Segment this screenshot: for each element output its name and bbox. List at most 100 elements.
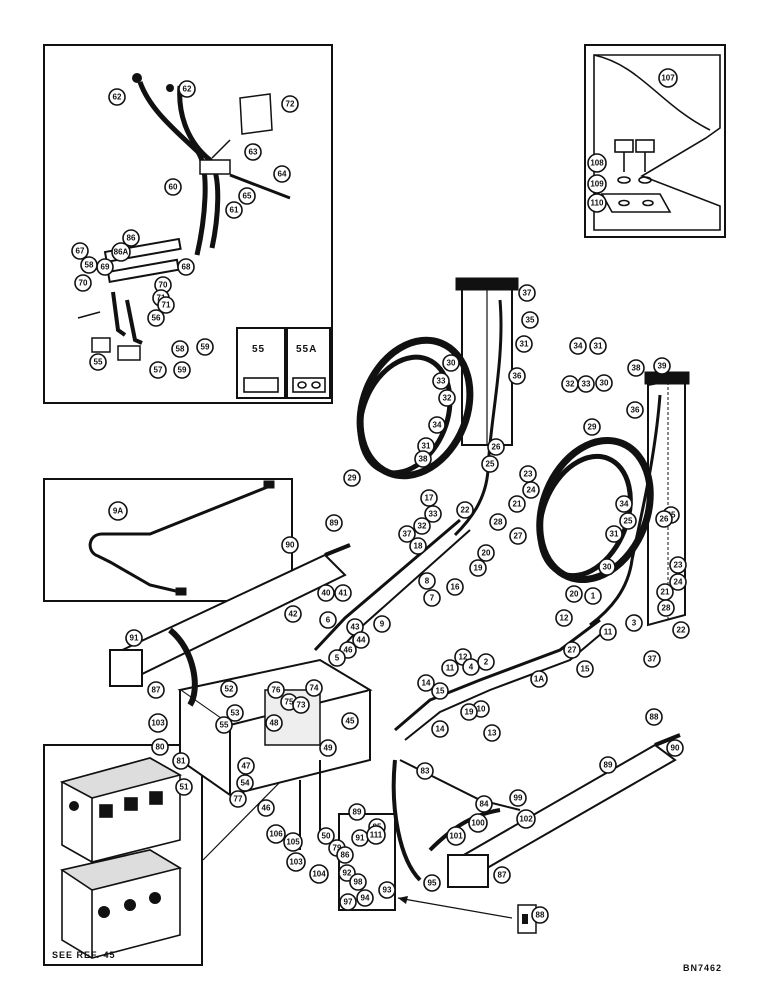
callout-right_mast-37: 37 <box>643 650 661 668</box>
svg-text:74: 74 <box>310 684 319 693</box>
svg-text:44: 44 <box>357 636 366 645</box>
callout-frame-48: 48 <box>265 714 283 732</box>
svg-text:105: 105 <box>286 838 300 847</box>
svg-text:18: 18 <box>414 542 423 551</box>
callout-left_mast-26: 26 <box>487 438 505 456</box>
svg-text:75: 75 <box>285 698 294 707</box>
svg-text:25: 25 <box>624 517 633 526</box>
svg-text:104: 104 <box>312 870 326 879</box>
callout-lower-103: 103 <box>286 852 306 872</box>
svg-text:99: 99 <box>514 794 523 803</box>
svg-text:37: 37 <box>523 289 532 298</box>
svg-text:67: 67 <box>76 247 85 256</box>
callout-lower-94: 94 <box>356 889 374 907</box>
svg-text:102: 102 <box>519 815 533 824</box>
svg-text:15: 15 <box>436 687 445 696</box>
callout-panel-108: 108 <box>587 153 607 173</box>
svg-text:100: 100 <box>471 819 485 828</box>
callout-left_mast-32: 32 <box>413 517 431 535</box>
callout-frame-54: 54 <box>236 774 254 792</box>
svg-text:111: 111 <box>370 831 383 840</box>
svg-text:50: 50 <box>322 832 331 841</box>
callout-lower-93: 93 <box>378 881 396 899</box>
callout-frame-14: 14 <box>431 720 449 738</box>
callout-control_levers-64: 64 <box>273 165 291 183</box>
callout-lower-46: 46 <box>257 799 275 817</box>
callout-lower-101: 101 <box>446 826 466 846</box>
plates-drawing <box>243 377 326 393</box>
callout-frame-90: 90 <box>281 536 299 554</box>
svg-text:103: 103 <box>289 858 303 867</box>
svg-text:69: 69 <box>101 263 110 272</box>
callout-right_mast-26: 26 <box>655 510 673 528</box>
callout-right_mast-34: 34 <box>569 337 587 355</box>
callout-panel-109: 109 <box>587 174 607 194</box>
callout-lower-98: 98 <box>349 873 367 891</box>
svg-text:26: 26 <box>660 515 669 524</box>
callout-right_mast-29: 29 <box>583 418 601 436</box>
svg-text:51: 51 <box>180 783 189 792</box>
callout-left_mast-33: 33 <box>424 505 442 523</box>
svg-text:43: 43 <box>351 623 360 632</box>
svg-text:65: 65 <box>243 192 252 201</box>
callout-right_mast-3: 3 <box>625 614 643 632</box>
svg-text:32: 32 <box>443 394 452 403</box>
svg-text:23: 23 <box>524 470 533 479</box>
svg-text:91: 91 <box>356 834 365 843</box>
svg-text:36: 36 <box>513 372 522 381</box>
svg-text:20: 20 <box>570 590 579 599</box>
svg-text:70: 70 <box>159 281 168 290</box>
callout-left_mast-21: 21 <box>508 495 526 513</box>
callout-control_levers-86: 86 <box>122 229 140 247</box>
svg-text:33: 33 <box>429 510 438 519</box>
callout-right_mast-15: 15 <box>576 660 594 678</box>
callout-frame-19: 19 <box>460 703 478 721</box>
svg-text:106: 106 <box>269 830 283 839</box>
callout-left_mast-24: 24 <box>522 481 540 499</box>
callout-right_mast-1: 1 <box>584 587 602 605</box>
svg-text:22: 22 <box>461 506 470 515</box>
drawing-number: BN7462 <box>683 963 723 973</box>
callout-left_mast-30: 30 <box>442 354 460 372</box>
callout-control_levers-67: 67 <box>71 242 89 260</box>
pad-panel-drawing <box>593 54 721 231</box>
svg-text:93: 93 <box>383 886 392 895</box>
callout-left_mast-16: 16 <box>446 578 464 596</box>
callout-frame-49: 49 <box>319 739 337 757</box>
callout-left_mast-34: 34 <box>428 416 446 434</box>
svg-text:20: 20 <box>482 549 491 558</box>
svg-text:33: 33 <box>582 380 591 389</box>
callout-frame-51: 51 <box>175 778 193 796</box>
callout-panel-107: 107 <box>658 68 678 88</box>
svg-text:110: 110 <box>591 199 604 208</box>
callout-lower-104: 104 <box>309 864 329 884</box>
callout-frame-76: 76 <box>267 681 285 699</box>
callout-right_mast-20: 20 <box>565 585 583 603</box>
svg-text:81: 81 <box>177 757 186 766</box>
callout-frame-89: 89 <box>325 514 343 532</box>
callout-lower-99: 99 <box>509 789 527 807</box>
callout-frame-77: 77 <box>229 790 247 808</box>
svg-text:48: 48 <box>270 719 279 728</box>
callout-control_levers-61: 61 <box>225 201 243 219</box>
callout-control_levers-59: 59 <box>196 338 214 356</box>
svg-text:45: 45 <box>346 717 355 726</box>
svg-text:28: 28 <box>662 604 671 613</box>
svg-text:31: 31 <box>422 442 431 451</box>
callout-control_levers-58: 58 <box>171 340 189 358</box>
callout-left_mast-33: 33 <box>432 372 450 390</box>
svg-text:9: 9 <box>380 620 385 629</box>
control-levers-drawing <box>77 73 291 361</box>
callout-left_mast-27: 27 <box>509 527 527 545</box>
callout-lower-84: 84 <box>475 795 493 813</box>
callout-lower-88: 88 <box>645 708 663 726</box>
callout-right_mast-39: 39 <box>653 357 671 375</box>
callout-right_mast-28: 28 <box>657 599 675 617</box>
svg-text:71: 71 <box>162 301 171 310</box>
svg-text:70: 70 <box>79 279 88 288</box>
svg-text:2: 2 <box>484 658 489 667</box>
svg-text:55: 55 <box>220 721 229 730</box>
svg-text:8: 8 <box>425 577 430 586</box>
callout-lower-86: 86 <box>336 846 354 864</box>
callout-control_levers-56: 56 <box>147 309 165 327</box>
